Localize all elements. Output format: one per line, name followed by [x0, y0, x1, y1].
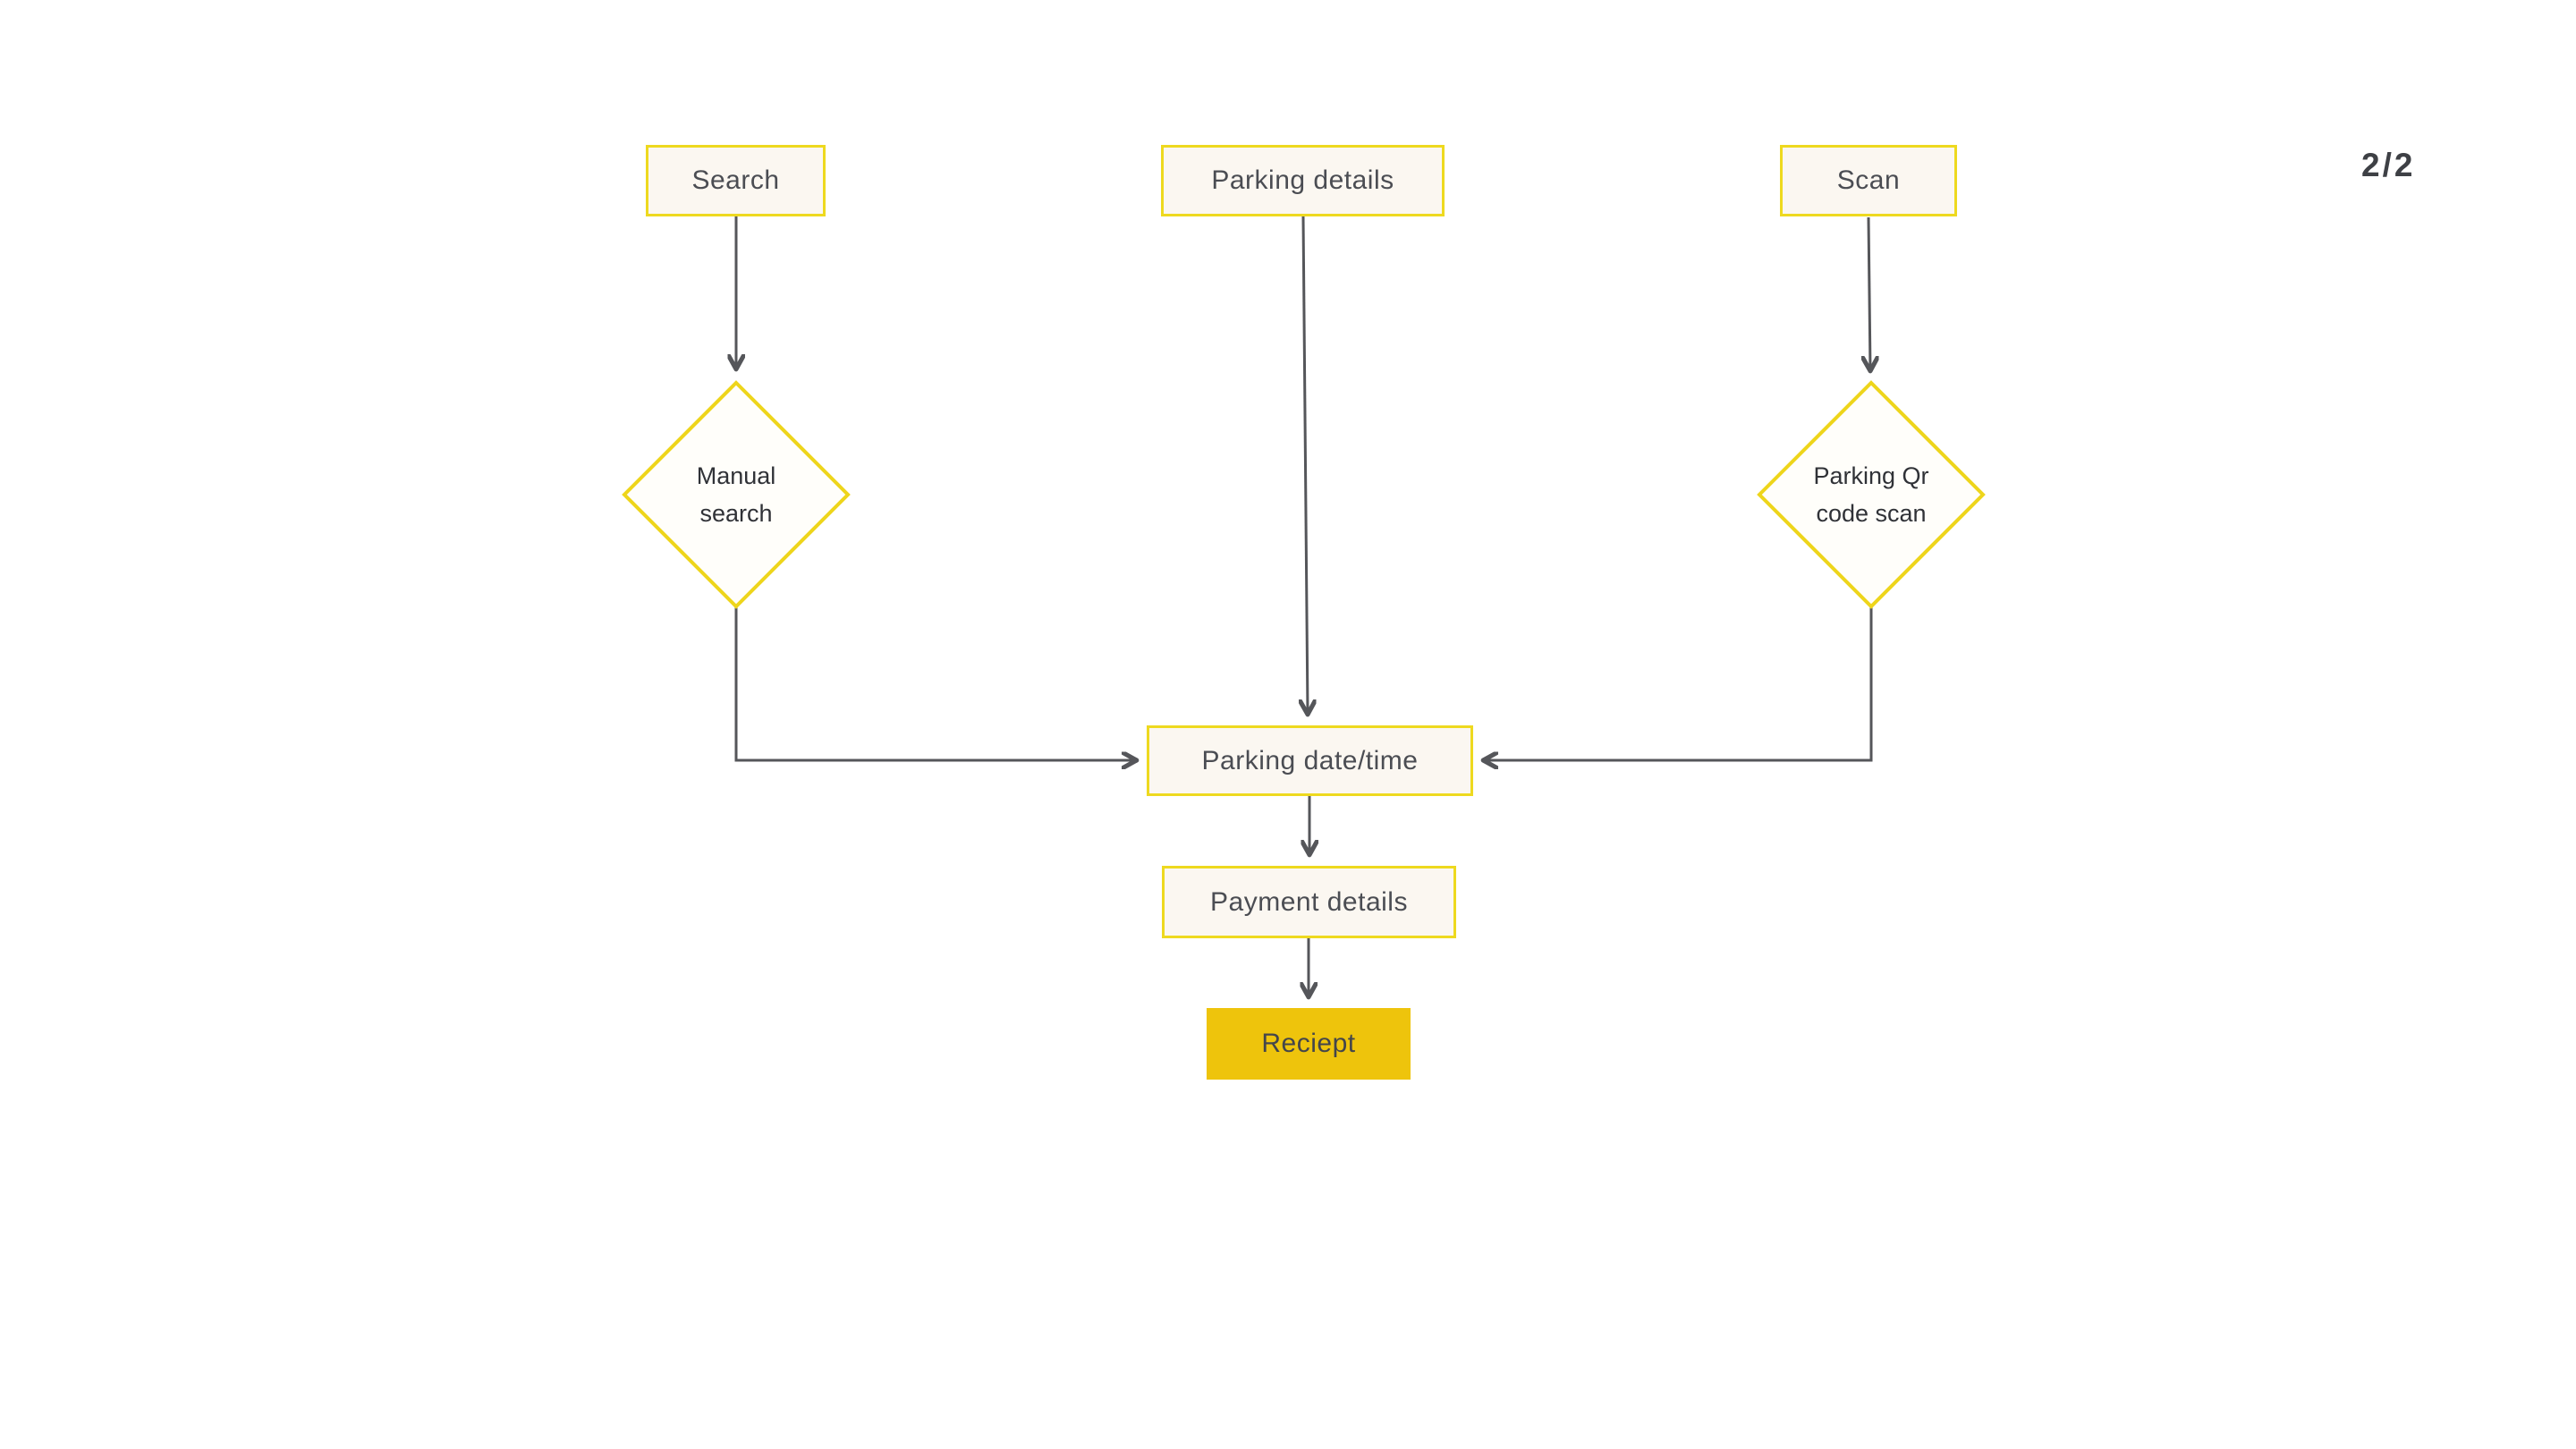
connector-parking-details-to-parking-datetime	[1303, 216, 1308, 714]
node-manual-search-label: Manual search	[696, 462, 776, 527]
node-parking-datetime[interactable]: Parking date/time	[1147, 725, 1473, 796]
page-indicator: 2/2	[2361, 147, 2416, 183]
node-scan-label: Scan	[1836, 165, 1901, 195]
connector-scan-to-qr-scan	[1868, 216, 1870, 370]
node-receipt-label: Reciept	[1261, 1029, 1356, 1058]
connector-manual-search-to-parking-datetime	[734, 607, 1136, 760]
node-search-label: Search	[691, 165, 780, 195]
connector-qr-scan-to-parking-datetime	[1484, 607, 1873, 760]
node-receipt[interactable]: Reciept	[1207, 1008, 1411, 1080]
node-parking-datetime-label: Parking date/time	[1201, 745, 1419, 775]
node-search[interactable]: Search	[646, 145, 826, 216]
node-payment-details[interactable]: Payment details	[1162, 866, 1456, 938]
node-scan[interactable]: Scan	[1780, 145, 1957, 216]
node-payment-details-label: Payment details	[1210, 886, 1408, 917]
node-parking-details-label: Parking details	[1211, 165, 1394, 195]
decision-qr-scan-diamond[interactable]	[1757, 380, 1986, 609]
node-qr-scan-label: Parking Qr code scan	[1813, 462, 1929, 527]
node-parking-details[interactable]: Parking details	[1161, 145, 1445, 216]
decision-manual-search-diamond[interactable]	[622, 380, 851, 609]
